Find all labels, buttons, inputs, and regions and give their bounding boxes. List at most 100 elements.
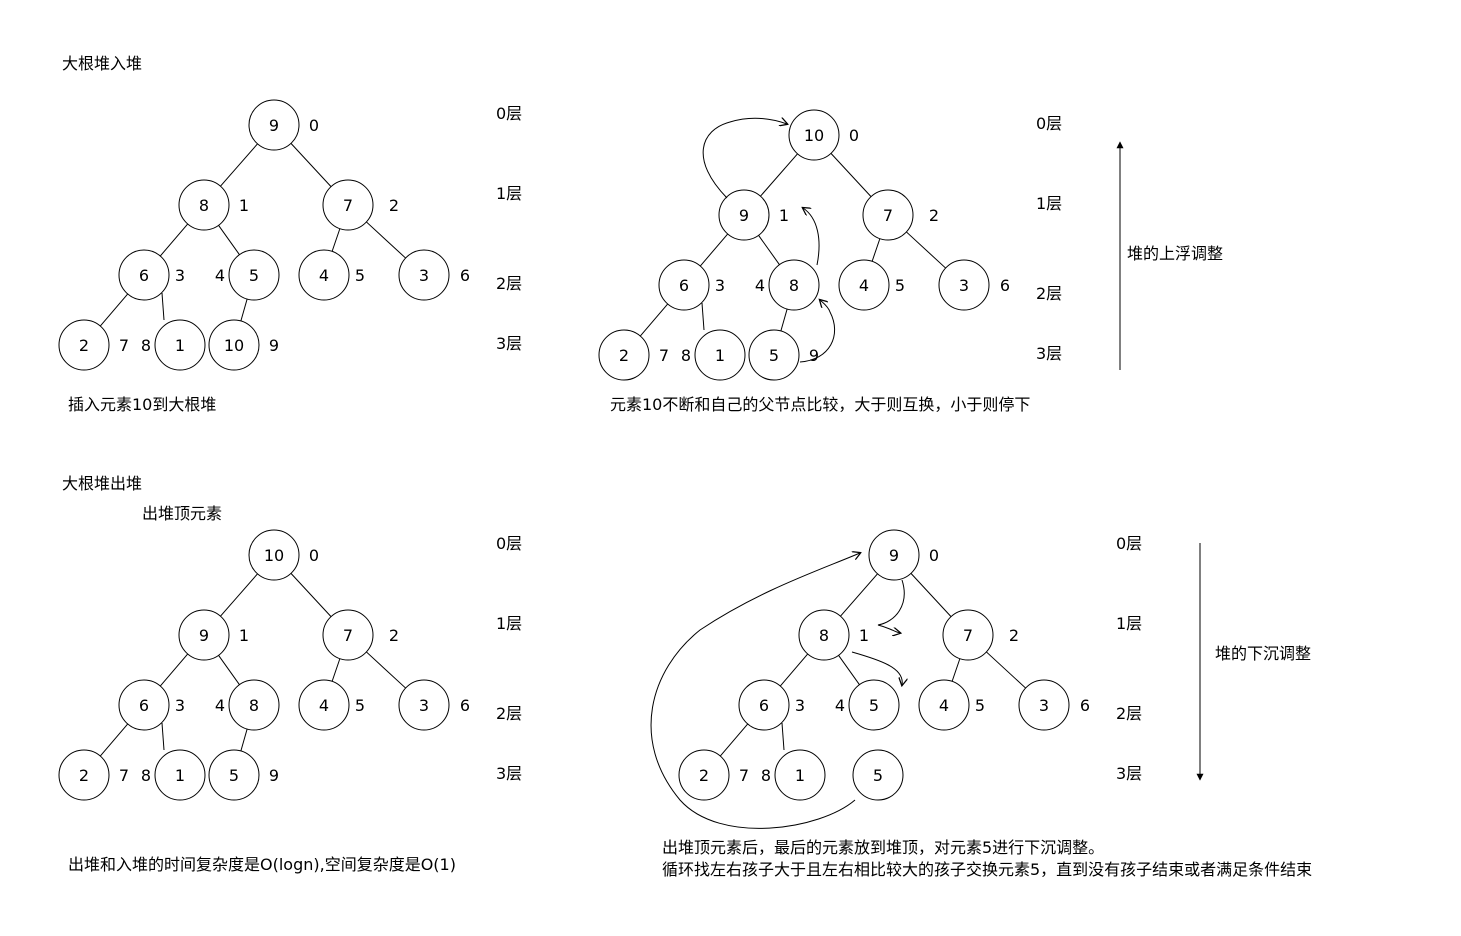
- level-label: 2层: [1116, 704, 1143, 723]
- heap-index-label: 0: [309, 546, 319, 565]
- heap-node-value: 10: [224, 336, 244, 355]
- tree-edge: [218, 655, 240, 685]
- sift-up-label: 堆的上浮调整: [1127, 244, 1224, 263]
- heap-node: [774, 749, 826, 801]
- swap-curve-level2: [799, 300, 835, 363]
- tree-edge: [951, 658, 961, 682]
- heap-node: [678, 749, 730, 801]
- heap-index-label: 8: [141, 336, 151, 355]
- tree-edge: [699, 233, 729, 267]
- heap-index-label: 8: [681, 346, 691, 365]
- heap-node-value: 2: [79, 766, 89, 785]
- heap-node-value: 9: [269, 116, 279, 135]
- tree-edge: [639, 303, 669, 337]
- tree-edge: [906, 231, 946, 269]
- heap-node: [178, 179, 230, 231]
- heap-index-label: 7: [739, 766, 749, 785]
- level-label: 3层: [1036, 344, 1063, 363]
- heap-index-label: 0: [929, 546, 939, 565]
- heap-node-value: 2: [79, 336, 89, 355]
- tree-edge: [986, 651, 1026, 689]
- tree-edge: [161, 722, 165, 751]
- swap-curve-root-down: [877, 579, 905, 633]
- heap-node: [938, 259, 990, 311]
- tree-edge: [781, 722, 785, 751]
- heap-index-label: 3: [175, 696, 185, 715]
- level-label: 1层: [1036, 194, 1063, 213]
- heap-index-label: 7: [659, 346, 669, 365]
- heap-node: [848, 679, 900, 731]
- tree-edge: [218, 225, 240, 255]
- heap-index-label: 1: [779, 206, 789, 225]
- heap-node-value: 1: [795, 766, 805, 785]
- heap-node-value: 2: [619, 346, 629, 365]
- heap-node: [248, 99, 300, 151]
- heap-node-value: 5: [869, 696, 879, 715]
- insert-heading: 大根堆入堆: [62, 54, 143, 73]
- heap-node: [398, 679, 450, 731]
- heap-node: [768, 259, 820, 311]
- tree-edge: [290, 573, 332, 617]
- level-label: 0层: [496, 104, 523, 123]
- heap-node: [58, 749, 110, 801]
- heap-index-label: 4: [755, 276, 765, 295]
- sift-up-caption: 元素10不断和自己的父节点比较，大于则互换，小于则停下: [610, 395, 1031, 414]
- heap-index-label: 4: [835, 696, 845, 715]
- heap-node-value: 1: [175, 766, 185, 785]
- heap-node: [118, 249, 170, 301]
- heap-index-label: 3: [715, 276, 725, 295]
- sift-up-swap-curves: [702, 118, 835, 363]
- tree-edge: [161, 292, 165, 321]
- tree-edge: [99, 723, 129, 757]
- level-label: 1层: [1116, 614, 1143, 633]
- heap-node: [228, 679, 280, 731]
- heap-node-value: 9: [199, 626, 209, 645]
- heap-node-value: 6: [679, 276, 689, 295]
- heap-node: [322, 179, 374, 231]
- heap-node: [298, 679, 350, 731]
- heap-node: [658, 259, 710, 311]
- tree-edge: [366, 651, 406, 689]
- level-label: 0层: [1036, 114, 1063, 133]
- heap-node: [838, 259, 890, 311]
- heap-node-value: 3: [419, 696, 429, 715]
- level-label: 2层: [496, 274, 523, 293]
- heap-node: [58, 319, 110, 371]
- insert-caption: 插入元素10到大根堆: [68, 395, 217, 414]
- heap-node-value: 1: [175, 336, 185, 355]
- heap-node-value: 9: [739, 206, 749, 225]
- heap-index-label: 9: [269, 766, 279, 785]
- tree-edge: [159, 653, 189, 687]
- tree-edge: [838, 655, 860, 685]
- heap-node: [694, 329, 746, 381]
- sift-down-swap-curves: [650, 553, 905, 829]
- heap-index-label: 7: [119, 766, 129, 785]
- tree-edge: [760, 153, 798, 197]
- heap-index-label: 6: [460, 696, 470, 715]
- heap-index-label: 6: [460, 266, 470, 285]
- heap-node-value: 6: [759, 696, 769, 715]
- heap-node: [942, 609, 994, 661]
- removed-node-value: 5: [873, 766, 883, 785]
- heap-index-label: 4: [215, 266, 225, 285]
- tree-edge: [159, 223, 189, 257]
- heap-node: [118, 679, 170, 731]
- heap-index-label: 2: [389, 626, 399, 645]
- level-label: 1层: [496, 184, 523, 203]
- heap-index-label: 6: [1000, 276, 1010, 295]
- tree-edge: [331, 228, 341, 252]
- tree-edge: [780, 308, 788, 332]
- heap-node-value: 5: [229, 766, 239, 785]
- heap-index-label: 1: [859, 626, 869, 645]
- tree-edge: [910, 573, 952, 617]
- heap-node: [798, 609, 850, 661]
- heap-index-label: 0: [309, 116, 319, 135]
- heap-node-value: 4: [319, 696, 329, 715]
- heap-node-value: 3: [1039, 696, 1049, 715]
- remove-subheading: 出堆顶元素: [142, 504, 223, 523]
- heap-node: [738, 679, 790, 731]
